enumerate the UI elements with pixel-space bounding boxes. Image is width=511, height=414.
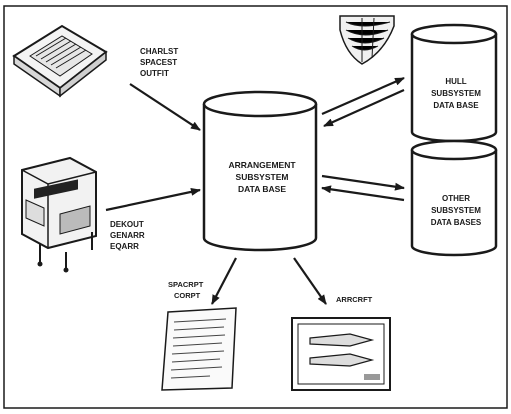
arrow-arrangement-to-hull — [321, 76, 405, 116]
other-db-line-1: OTHER — [442, 194, 470, 203]
arrangement-db-line-1: ARRANGEMENT — [228, 160, 296, 170]
output-program-arrcrft: ARRCRFT — [336, 295, 373, 304]
arrow-top-terminal-to-arrangement — [129, 83, 201, 131]
arrow-arrangement-to-report — [211, 257, 237, 305]
input-program-charlst: CHARLST — [140, 47, 178, 56]
output-program-spacrpt: SPACRPT — [168, 280, 204, 289]
hull-db-line-2: SUBSYSTEM — [431, 89, 481, 98]
input-program-eqarr: EQARR — [110, 242, 139, 251]
other-db-line-3: DATA BASES — [431, 218, 482, 227]
keyboard-terminal-icon — [12, 24, 108, 98]
printer-terminal-icon — [21, 156, 97, 273]
diagram-frame — [3, 5, 508, 409]
arrangement-database-cylinder — [202, 90, 318, 252]
input-program-dekout: DEKOUT — [110, 220, 144, 229]
arrow-arrangement-to-other — [321, 174, 405, 191]
arrow-arrangement-to-drawing — [293, 257, 327, 305]
hull-sketch-icon — [339, 15, 395, 65]
arrow-hull-to-arrangement — [323, 88, 405, 128]
output-program-corpt: CORPT — [174, 291, 201, 300]
arrangement-drawing-icon — [291, 317, 391, 391]
arrangement-db-line-3: DATA BASE — [238, 184, 286, 194]
hull-db-line-3: DATA BASE — [433, 101, 479, 110]
hull-db-line-1: HULL — [445, 77, 466, 86]
input-program-spacest: SPACEST — [140, 58, 177, 67]
arrow-bottom-terminal-to-arrangement — [105, 187, 201, 212]
arrow-other-to-arrangement — [321, 185, 405, 202]
report-document-icon — [161, 307, 237, 391]
other-db-line-2: SUBSYSTEM — [431, 206, 481, 215]
input-program-genarr: GENARR — [110, 231, 145, 240]
other-databases-cylinder — [410, 139, 498, 257]
arrangement-db-line-2: SUBSYSTEM — [236, 172, 289, 182]
input-program-outfit: OUTFIT — [140, 69, 169, 78]
